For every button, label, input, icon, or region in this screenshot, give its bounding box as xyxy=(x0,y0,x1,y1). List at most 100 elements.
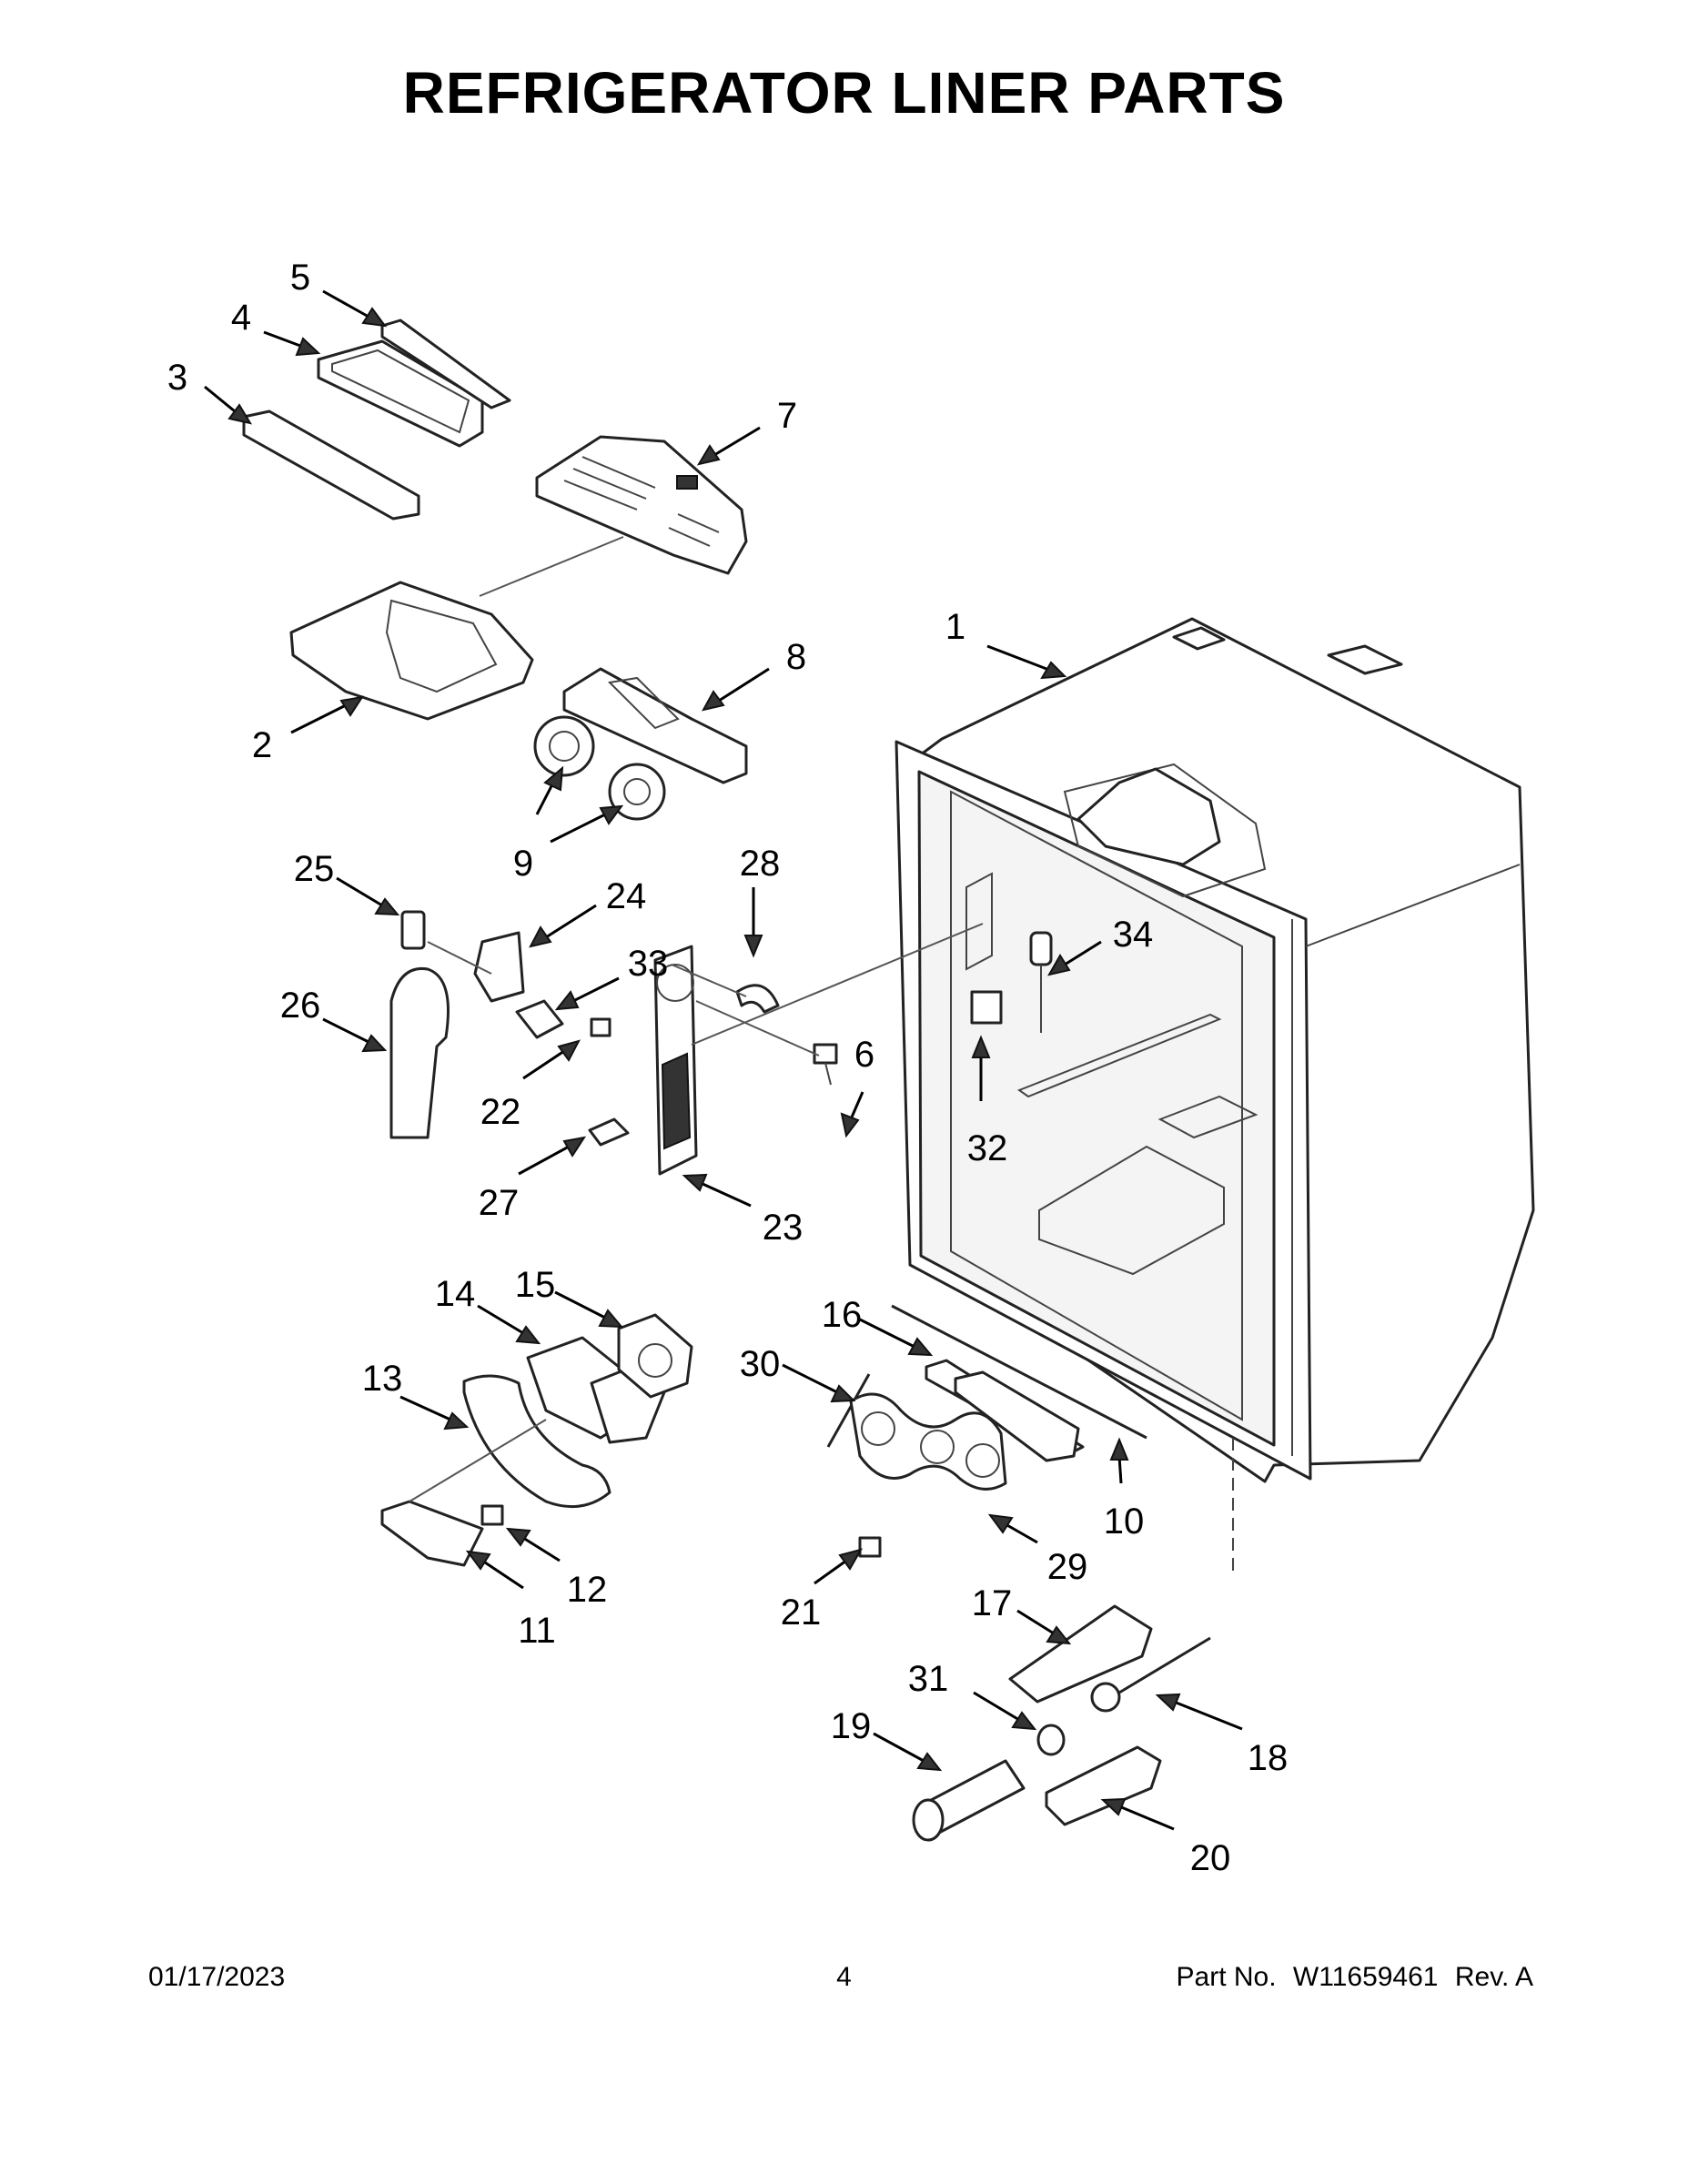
callout-10: 10 xyxy=(1104,1502,1145,1542)
leader-32 xyxy=(971,1035,991,1101)
callout-33: 33 xyxy=(628,944,669,984)
leader-9a xyxy=(535,765,564,815)
part-17-bracket xyxy=(1008,1604,1153,1704)
part-26-tube xyxy=(389,966,450,1139)
part-9-damper xyxy=(533,715,666,821)
part-27-clip xyxy=(588,1117,630,1147)
leader-25 xyxy=(336,876,400,916)
leader-23 xyxy=(682,1173,752,1208)
callout-6: 6 xyxy=(854,1035,874,1075)
callout-23: 23 xyxy=(763,1208,804,1248)
part-12-screw xyxy=(480,1504,504,1526)
callout-9: 9 xyxy=(513,844,533,884)
guide-line xyxy=(427,941,492,975)
part-20-cover xyxy=(1045,1745,1162,1826)
part-18-filter-head xyxy=(1090,1636,1211,1713)
part-6-screw xyxy=(813,1043,838,1086)
part-30-rod xyxy=(826,1373,871,1448)
leader-9b xyxy=(550,804,624,844)
callout-7: 7 xyxy=(777,396,797,436)
callout-31: 31 xyxy=(908,1659,949,1699)
callout-4: 4 xyxy=(231,298,251,338)
callout-17: 17 xyxy=(972,1583,1013,1623)
part-7-vent-cover xyxy=(535,435,748,575)
part-23-housing xyxy=(653,945,698,1176)
part-16-cover-strip xyxy=(925,1359,1085,1462)
callout-8: 8 xyxy=(786,637,806,677)
guide-line xyxy=(409,1419,547,1502)
callout-30: 30 xyxy=(740,1344,781,1384)
footer-part-number: W11659461 xyxy=(1292,1962,1439,1992)
part-31-connector xyxy=(1036,1724,1066,1756)
callout-12: 12 xyxy=(567,1570,608,1610)
part-10-seal xyxy=(891,1304,1147,1440)
leader-11 xyxy=(465,1550,524,1590)
leader-13 xyxy=(399,1395,470,1431)
part-34-sensor xyxy=(1029,931,1053,1033)
part-19-water-filter xyxy=(912,1759,1026,1842)
leader-14 xyxy=(477,1304,541,1345)
leader-15 xyxy=(554,1290,624,1329)
leader-8 xyxy=(702,667,770,712)
part-22-clip xyxy=(590,1017,612,1037)
part-2-cover xyxy=(289,581,534,721)
leader-18 xyxy=(1155,1693,1243,1731)
callout-14: 14 xyxy=(435,1274,476,1314)
callout-11: 11 xyxy=(518,1611,556,1651)
leader-20 xyxy=(1100,1797,1175,1831)
leader-12 xyxy=(505,1527,561,1562)
leader-29 xyxy=(987,1513,1038,1544)
callout-24: 24 xyxy=(606,876,647,916)
callout-15: 15 xyxy=(515,1265,556,1305)
part-8-air-duct xyxy=(562,667,748,784)
callout-21: 21 xyxy=(781,1592,822,1633)
callout-34: 34 xyxy=(1113,915,1154,955)
callout-25: 25 xyxy=(294,849,335,889)
part-32-clip xyxy=(970,990,1003,1025)
leader-26 xyxy=(322,1017,388,1053)
callout-1: 1 xyxy=(945,607,965,647)
callout-19: 19 xyxy=(831,1706,872,1746)
callout-29: 29 xyxy=(1047,1547,1088,1587)
guide-line xyxy=(671,964,747,997)
leader-lines xyxy=(204,289,1243,1831)
part-1-refrigerator-liner xyxy=(895,617,1535,1483)
leader-22 xyxy=(522,1039,581,1080)
leader-17 xyxy=(1016,1609,1072,1645)
page-title: REFRIGERATOR LINER PARTS xyxy=(402,60,1286,126)
part-3-strip xyxy=(242,410,420,521)
part-21-screw xyxy=(858,1536,882,1558)
leader-5 xyxy=(322,289,388,328)
footer-revision: Rev. A xyxy=(1454,1962,1533,1992)
part-28-gasket xyxy=(735,984,780,1014)
callout-22: 22 xyxy=(480,1092,521,1132)
part-13-handle xyxy=(462,1374,612,1509)
callout-32: 32 xyxy=(967,1128,1008,1168)
guide-line xyxy=(479,536,624,597)
leader-4 xyxy=(263,330,321,357)
part-29-heater xyxy=(849,1392,1007,1491)
callout-5: 5 xyxy=(290,258,310,298)
callout-28: 28 xyxy=(740,844,781,884)
callout-16: 16 xyxy=(822,1295,863,1335)
leader-33 xyxy=(554,976,620,1011)
part-4-housing xyxy=(317,339,484,448)
guide-line xyxy=(695,1000,820,1057)
leader-24 xyxy=(529,904,597,948)
leader-30 xyxy=(782,1363,856,1403)
leader-6 xyxy=(840,1091,864,1138)
leader-16 xyxy=(859,1318,934,1357)
part-15-motor xyxy=(617,1313,693,1399)
callout-27: 27 xyxy=(479,1183,520,1223)
callout-13: 13 xyxy=(362,1359,403,1399)
guide-line xyxy=(691,923,984,1046)
leader-21 xyxy=(814,1548,864,1585)
leader-34 xyxy=(1047,940,1102,976)
footer-date: 01/17/2023 xyxy=(148,1962,286,1992)
leader-7 xyxy=(696,426,761,466)
leader-10 xyxy=(1109,1437,1129,1484)
leader-28 xyxy=(743,887,763,958)
part-33-clip xyxy=(515,999,564,1039)
leader-3 xyxy=(204,385,253,425)
